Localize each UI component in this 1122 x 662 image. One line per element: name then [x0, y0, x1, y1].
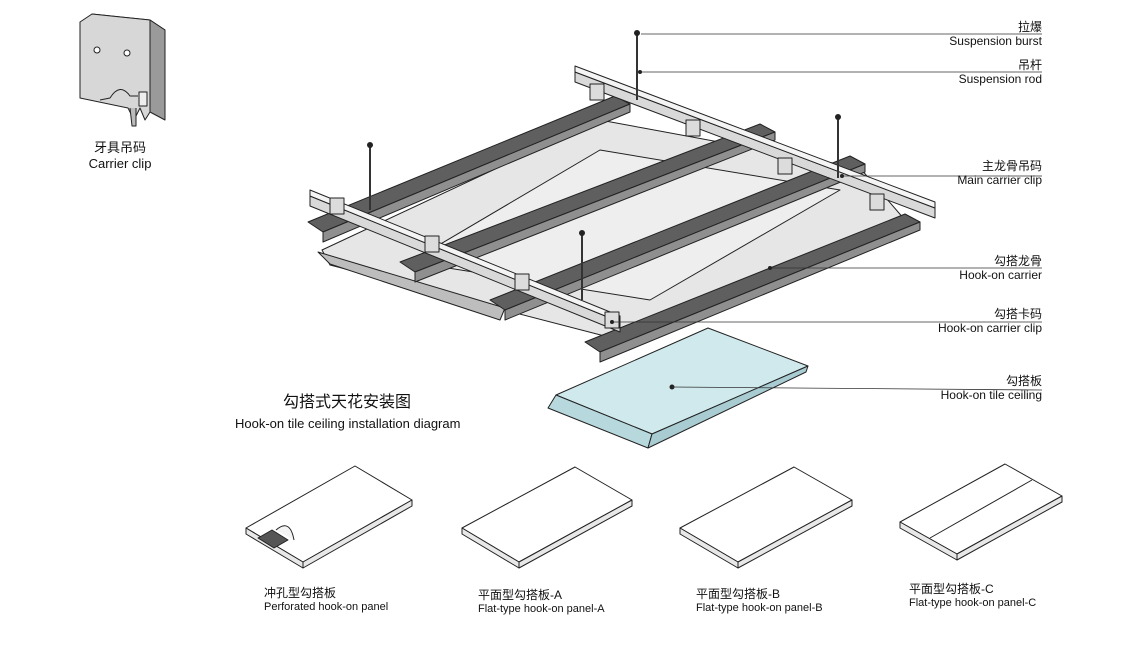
- panel-label-cn: 平面型勾搭板-C: [909, 582, 994, 596]
- callout-cn: 勾搭板: [1005, 374, 1042, 388]
- main-carriers: [309, 65, 936, 333]
- panel-caption-flat-a: 平面型勾搭板-A Flat-type hook-on panel-A: [478, 588, 605, 617]
- callout-main-carrier-clip: 主龙骨吊码 Main carrier clip: [957, 159, 1042, 187]
- callout-cn: 勾搭卡码: [993, 307, 1042, 321]
- hook-on-tile: [547, 327, 809, 449]
- leader-points: [610, 70, 844, 324]
- panel-flat-a: [461, 466, 633, 569]
- carrier-clip-illustration: [79, 13, 166, 127]
- callout-en: Hook-on carrier clip: [937, 321, 1042, 335]
- callout-cn: 吊杆: [1017, 58, 1042, 72]
- panel-label-en: Perforated hook-on panel: [264, 601, 389, 613]
- ceiling-assembly: [307, 30, 936, 363]
- callout-en: Hook-on tile ceiling: [940, 388, 1042, 402]
- suspension-rods: [369, 34, 839, 300]
- panel-label-en: Flat-type hook-on panel-C: [909, 597, 1037, 609]
- panel-label-cn: 冲孔型勾搭板: [264, 586, 337, 600]
- panel-caption-flat-b: 平面型勾搭板-B Flat-type hook-on panel-B: [696, 587, 823, 616]
- carrier-clip-caption: 牙具吊码 Carrier clip: [70, 140, 170, 172]
- panel-perforated: [245, 465, 413, 569]
- callout-suspension-rod: 吊杆 Suspension rod: [959, 58, 1042, 86]
- panel-caption-perforated: 冲孔型勾搭板 Perforated hook-on panel: [264, 586, 388, 615]
- carrier-clip-label-cn: 牙具吊码: [93, 140, 146, 155]
- diagram-title-en: Hook-on tile ceiling installation diagra…: [235, 416, 461, 431]
- panel-label-en: Flat-type hook-on panel-B: [696, 602, 823, 614]
- panel-flat-c: [899, 463, 1063, 561]
- panel-label-cn: 平面型勾搭板-B: [696, 587, 781, 601]
- callout-cn: 拉爆: [1017, 20, 1042, 34]
- callout-en: Suspension burst: [949, 34, 1042, 48]
- diagram-title-cn: 勾搭式天花安装图: [283, 394, 412, 411]
- leader-lines: [612, 33, 1043, 391]
- callout-en: Main carrier clip: [957, 173, 1042, 187]
- panel-flat-b: [679, 466, 853, 569]
- panel-label-cn: 平面型勾搭板-A: [478, 588, 563, 602]
- panel-caption-flat-c: 平面型勾搭板-C Flat-type hook-on panel-C: [909, 582, 1036, 611]
- callout-hook-on-carrier-clip: 勾搭卡码 Hook-on carrier clip: [938, 307, 1042, 335]
- callout-en: Suspension rod: [958, 72, 1042, 86]
- carrier-clips: [329, 83, 885, 329]
- callout-suspension-burst: 拉爆 Suspension burst: [949, 20, 1042, 48]
- suspension-bursts: [367, 30, 841, 236]
- callout-hook-on-tile-ceiling: 勾搭板 Hook-on tile ceiling: [941, 374, 1042, 402]
- panel-label-en: Flat-type hook-on panel-A: [478, 603, 605, 615]
- callout-en: Hook-on carrier: [959, 268, 1042, 282]
- callout-cn: 勾搭龙骨: [993, 254, 1042, 268]
- callout-hook-on-carrier: 勾搭龙骨 Hook-on carrier: [959, 254, 1042, 282]
- carrier-clip-label-en: Carrier clip: [88, 156, 152, 171]
- hook-on-carriers: [307, 95, 921, 363]
- callout-cn: 主龙骨吊码: [981, 159, 1042, 173]
